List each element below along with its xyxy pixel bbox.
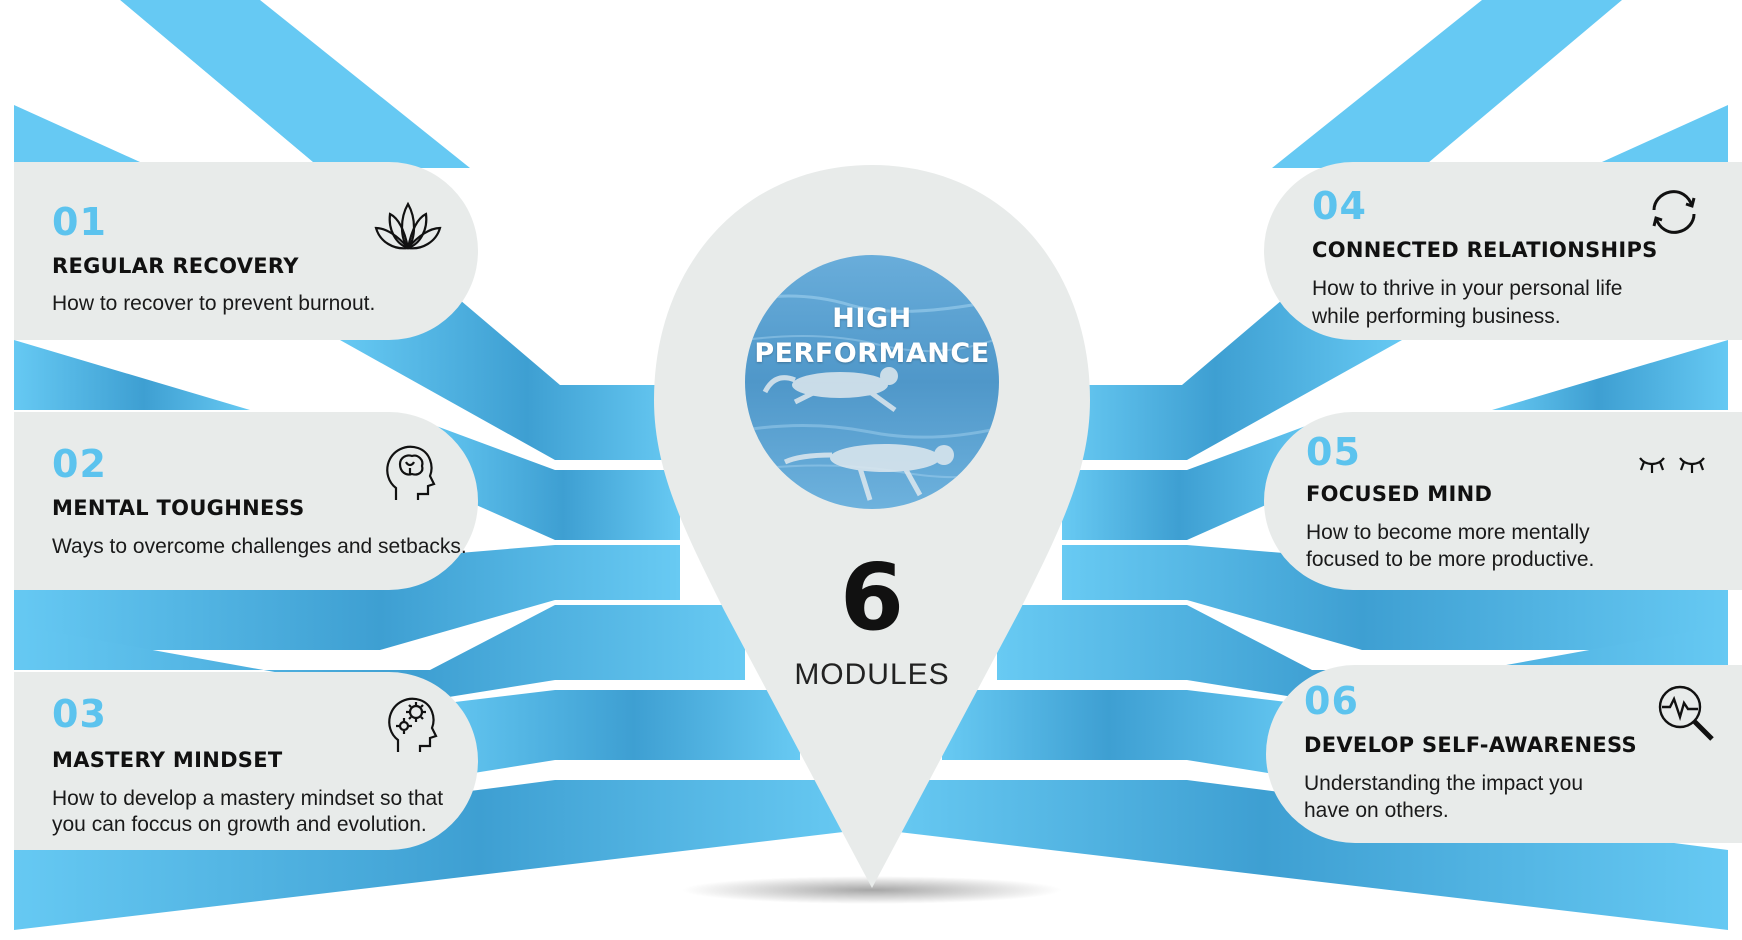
stripe <box>120 0 470 168</box>
module-number: 06 <box>1304 679 1359 723</box>
stripe <box>1062 420 1322 540</box>
lotus-icon <box>372 200 444 252</box>
module-number: 03 <box>52 692 107 736</box>
pulse-magnifier-icon <box>1656 683 1718 745</box>
stripe <box>14 340 250 410</box>
stripe <box>1272 0 1622 168</box>
pin-shadow <box>682 876 1062 904</box>
module-card-06: 06 DEVELOP SELF-AWARENESS Understanding … <box>1266 665 1742 843</box>
module-count: 6 <box>839 544 904 651</box>
module-title: MASTERY MINDSET <box>52 748 283 772</box>
module-description: How to recover to prevent burnout. <box>52 292 376 315</box>
center-heading-line1: HIGH <box>832 303 912 334</box>
stripe <box>340 300 680 460</box>
stripe <box>1492 340 1728 410</box>
closed-eyes-icon <box>1636 450 1708 476</box>
module-card-01: 01 REGULAR RECOVERY How to recover to pr… <box>14 162 478 340</box>
module-title: FOCUSED MIND <box>1306 482 1493 506</box>
module-description-line2: while performing business. <box>1312 305 1561 328</box>
module-description-line2: you can foccus on growth and evolution. <box>52 813 427 836</box>
module-card-04: 04 CONNECTED RELATIONSHIPS How to thrive… <box>1264 162 1742 340</box>
stripe <box>1602 105 1728 162</box>
stripe <box>14 605 745 700</box>
center-heading-line2: PERFORMANCE <box>754 338 990 369</box>
module-card-02: 02 MENTAL TOUGHNESS Ways to overcome cha… <box>14 412 478 590</box>
stripe <box>997 605 1728 700</box>
stripe <box>882 780 1728 930</box>
module-description-line2: have on others. <box>1304 799 1449 822</box>
stripe <box>14 545 680 650</box>
module-number: 04 <box>1312 184 1367 228</box>
module-card-05: 05 FOCUSED MIND How to become more menta… <box>1264 412 1742 590</box>
stripe <box>1062 300 1402 460</box>
stripe <box>14 105 140 162</box>
module-title: DEVELOP SELF-AWARENESS <box>1304 733 1637 757</box>
module-title: MENTAL TOUGHNESS <box>52 496 305 520</box>
stripe <box>14 780 860 930</box>
module-description-line2: focused to be more productive. <box>1306 548 1595 571</box>
module-title: CONNECTED RELATIONSHIPS <box>1312 238 1658 262</box>
module-description: How to develop a mastery mindset so that <box>52 787 444 810</box>
module-card-03: 03 MASTERY MINDSET How to develop a mast… <box>14 672 478 850</box>
refresh-cycle-icon <box>1646 184 1702 240</box>
stripe <box>14 0 320 168</box>
cheetah-photo <box>745 255 999 509</box>
module-title: REGULAR RECOVERY <box>52 254 299 278</box>
stripe <box>430 690 800 780</box>
gears-head-icon <box>384 692 440 756</box>
brain-head-icon <box>382 442 436 504</box>
module-description: Ways to overcome challenges and setbacks… <box>52 535 467 558</box>
stripe <box>942 690 1312 780</box>
module-number: 05 <box>1306 430 1361 474</box>
module-number: 01 <box>52 200 107 244</box>
module-count-label: MODULES <box>794 658 950 691</box>
module-description: How to become more mentally <box>1306 521 1590 544</box>
module-number: 02 <box>52 442 107 486</box>
stripe <box>1062 545 1728 650</box>
module-description: Understanding the impact you <box>1304 772 1583 795</box>
module-description: How to thrive in your personal life <box>1312 277 1623 300</box>
stripe <box>420 420 680 540</box>
